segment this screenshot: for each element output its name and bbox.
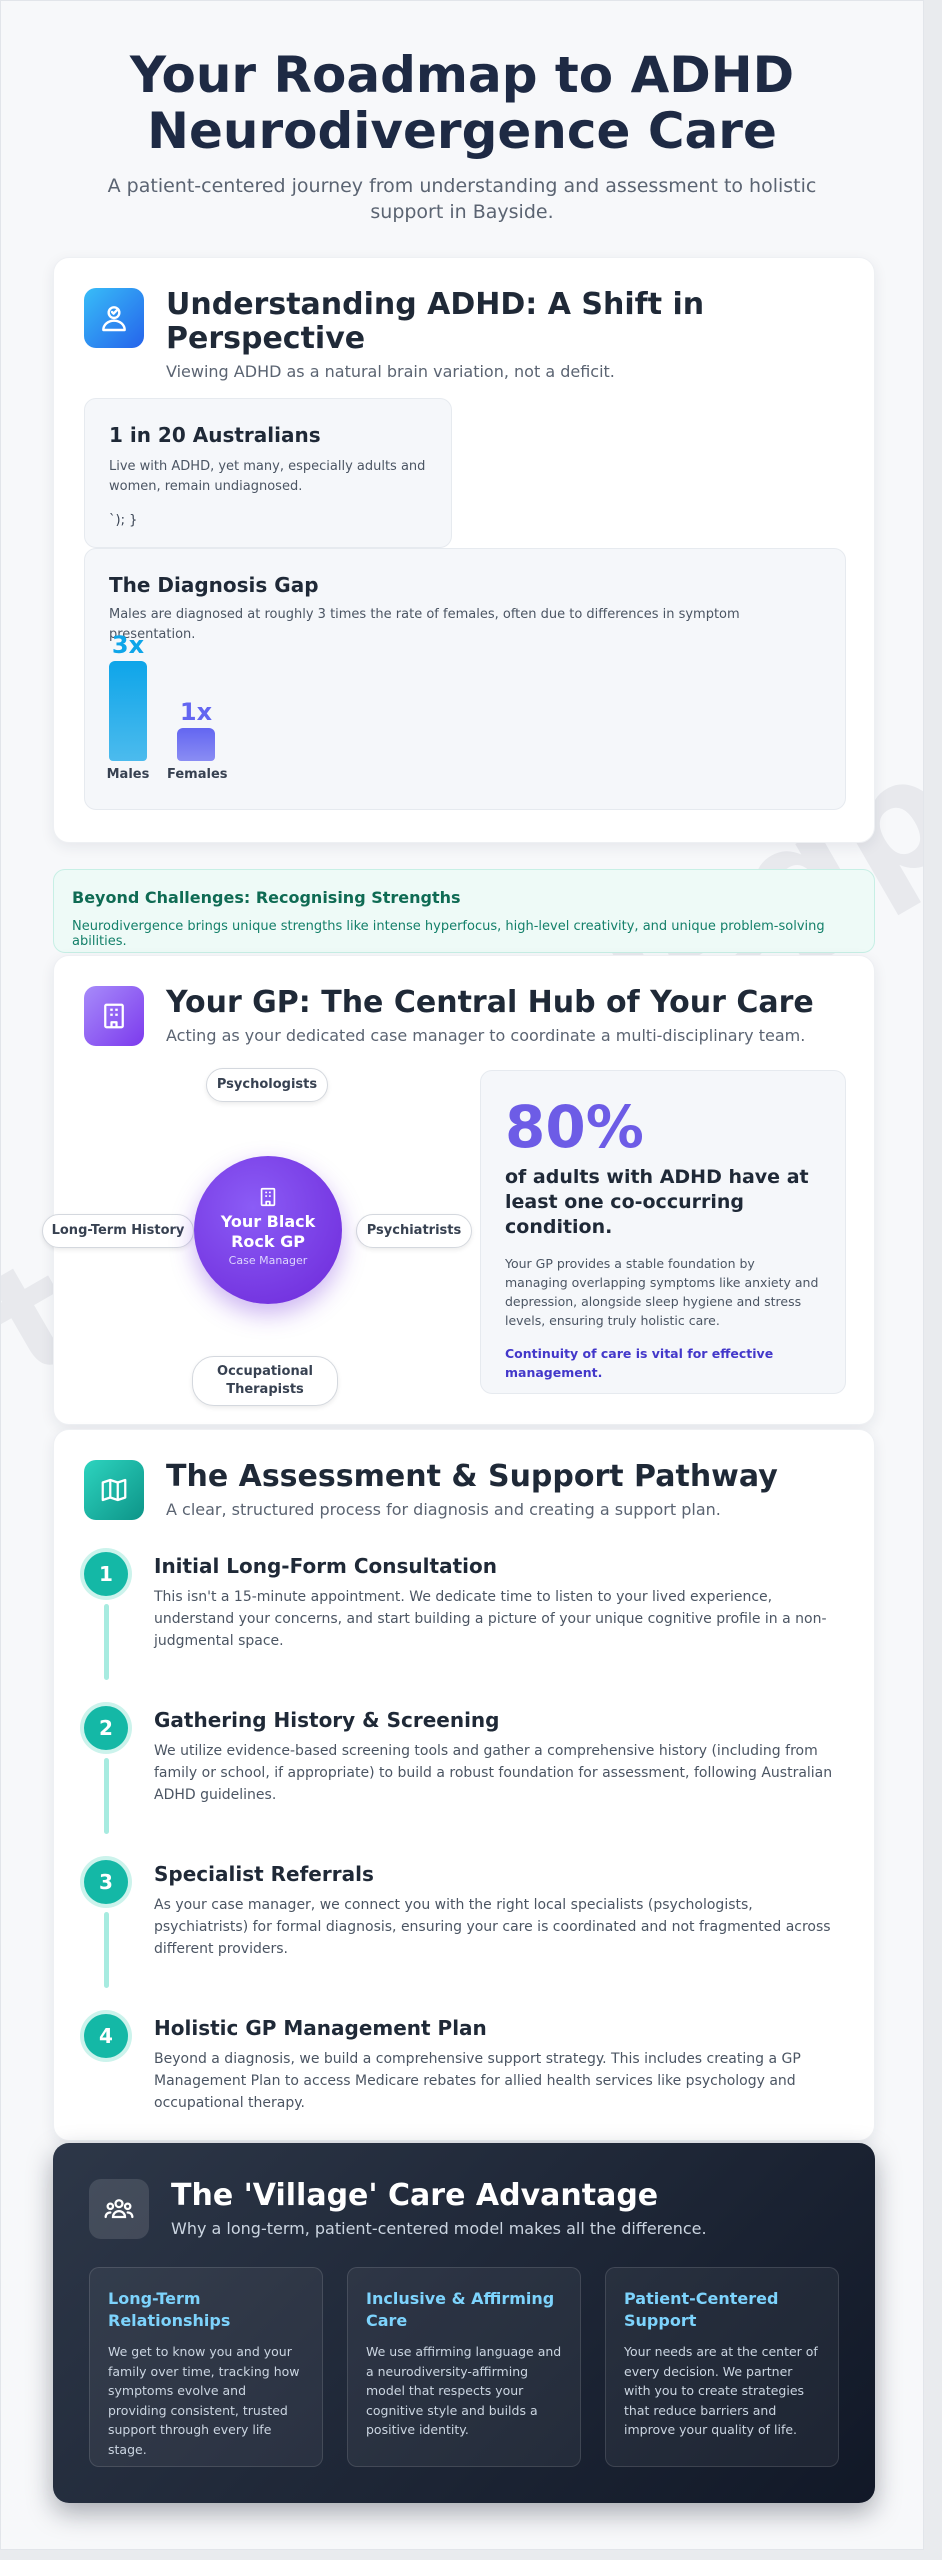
village-header: The 'Village' Care Advantage Why a long-… [89, 2179, 707, 2239]
chart-value-label: 3x [111, 631, 145, 659]
step-body: As your case manager, we connect you wit… [154, 1897, 831, 1957]
page: thevillagegp.com.au Your Roadmap to ADHD… [0, 0, 924, 2550]
stray-code-text: `); } [109, 513, 138, 528]
step-connector [104, 1758, 109, 1834]
step-body: This isn't a 15-minute appointment. We d… [154, 1589, 827, 1649]
node-long-term-history: Long-Term History [42, 1214, 194, 1248]
diagnosis-gap-body: Males are diagnosed at roughly 3 times t… [109, 607, 740, 642]
page-title: Your Roadmap to ADHD Neurodivergence Car… [129, 46, 795, 160]
hub-title: Your Black Rock GP [220, 1212, 316, 1251]
pathway-step: 2 Gathering History & Screening We utili… [84, 1706, 844, 1856]
prevalence-card: 1 in 20 Australians Live with ADHD, yet … [84, 398, 452, 548]
hub-role: Case Manager [228, 1254, 308, 1267]
strengths-title: Beyond Challenges: Recognising Strengths [72, 888, 461, 907]
map-icon [84, 1460, 144, 1520]
village-section: The 'Village' Care Advantage Why a long-… [53, 2143, 875, 2503]
village-card: Inclusive & Affirming Care We use affirm… [347, 2267, 581, 2467]
comorbidity-card: 80% of adults with ADHD have at least on… [480, 1070, 846, 1394]
village-card-title: Patient-Centered Support [624, 2289, 779, 2330]
step-title: Specialist Referrals [154, 1862, 374, 1886]
step-number: 3 [84, 1860, 128, 1904]
people-group-icon [89, 2179, 149, 2239]
node-psychiatrists: Psychiatrists [356, 1214, 472, 1248]
village-card: Patient-Centered Support Your needs are … [605, 2267, 839, 2467]
pathway-step: 1 Initial Long-Form Consultation This is… [84, 1552, 844, 1702]
understanding-title: Understanding ADHD: A Shift in Perspecti… [166, 287, 705, 356]
chart-bar-females [177, 727, 215, 761]
diagnosis-gap-title: The Diagnosis Gap [109, 573, 319, 597]
step-number: 1 [84, 1552, 128, 1596]
continuity-note: Continuity of care is vital for effectiv… [505, 1346, 774, 1380]
village-card: Long-Term Relationships We get to know y… [89, 2267, 323, 2467]
village-card-body: We use affirming language and a neurodiv… [366, 2344, 562, 2437]
chart-category-label: Males [106, 767, 150, 782]
building-icon [194, 1186, 342, 1208]
chart-value-label: 1x [179, 697, 213, 726]
step-body: Beyond a diagnosis, we build a comprehen… [154, 2051, 801, 2111]
comorbidity-stat: 80% [505, 1093, 644, 1161]
comorbidity-body: Your GP provides a stable foundation by … [505, 1256, 819, 1328]
head-heart-icon [84, 288, 144, 348]
page-subtitle: A patient-centered journey from understa… [107, 175, 817, 223]
village-title: The 'Village' Care Advantage [171, 2178, 659, 2213]
strengths-body: Neurodivergence brings unique strengths … [72, 919, 825, 949]
pathway-step: 4 Holistic GP Management Plan Beyond a d… [84, 2014, 844, 2124]
step-number: 4 [84, 2014, 128, 2058]
village-card-title: Long-Term Relationships [108, 2289, 231, 2330]
village-card-title: Inclusive & Affirming Care [366, 2289, 555, 2330]
gp-header: Your GP: The Central Hub of Your Care Ac… [84, 986, 814, 1046]
village-card-body: Your needs are at the center of every de… [624, 2344, 818, 2437]
step-body: We utilize evidence-based screening tool… [154, 1743, 833, 1803]
step-title: Gathering History & Screening [154, 1708, 500, 1732]
prevalence-title: 1 in 20 Australians [109, 423, 321, 447]
pathway-section: The Assessment & Support Pathway A clear… [53, 1429, 875, 2141]
diagnosis-gap-card: The Diagnosis Gap Males are diagnosed at… [84, 548, 846, 810]
chart-category-label: Females [167, 767, 228, 782]
understanding-header: Understanding ADHD: A Shift in Perspecti… [84, 288, 726, 381]
strengths-banner: Beyond Challenges: Recognising Strengths… [53, 869, 875, 953]
gp-hub: Your Black Rock GP Case Manager [194, 1156, 342, 1304]
prevalence-body: Live with ADHD, yet many, especially adu… [109, 459, 426, 494]
understanding-section: Understanding ADHD: A Shift in Perspecti… [53, 257, 875, 843]
building-icon [84, 986, 144, 1046]
step-number: 2 [84, 1706, 128, 1750]
hero-header: Your Roadmap to ADHD Neurodivergence Car… [1, 1, 923, 225]
chart-bar-males [109, 661, 147, 761]
step-connector [104, 1912, 109, 1988]
pathway-title: The Assessment & Support Pathway [166, 1459, 778, 1494]
step-connector [104, 1604, 109, 1680]
gp-title: Your GP: The Central Hub of Your Care [166, 985, 814, 1020]
pathway-step: 3 Specialist Referrals As your case mana… [84, 1860, 844, 2010]
village-subtitle: Why a long-term, patient-centered model … [171, 2219, 707, 2238]
step-title: Holistic GP Management Plan [154, 2016, 487, 2040]
node-psychologists: Psychologists [206, 1068, 328, 1102]
understanding-subtitle: Viewing ADHD as a natural brain variatio… [166, 362, 615, 381]
comorbidity-headline: of adults with ADHD have at least one co… [505, 1166, 809, 1238]
village-card-body: We get to know you and your family over … [108, 2344, 300, 2457]
node-occupational-therapists: Occupational Therapists [192, 1356, 338, 1406]
step-title: Initial Long-Form Consultation [154, 1554, 497, 1578]
pathway-subtitle: A clear, structured process for diagnosi… [166, 1500, 721, 1519]
gp-subtitle: Acting as your dedicated case manager to… [166, 1026, 806, 1045]
gp-section: Your GP: The Central Hub of Your Care Ac… [42, 955, 875, 1425]
pathway-header: The Assessment & Support Pathway A clear… [84, 1460, 778, 1520]
